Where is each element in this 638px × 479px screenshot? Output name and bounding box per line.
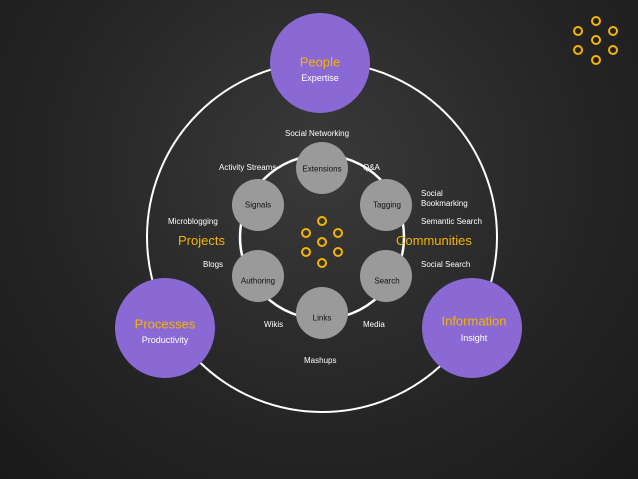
logo-dot-cluster-icon xyxy=(573,16,618,65)
node-label-authoring: Authoring xyxy=(240,276,276,286)
node-label-links: Links xyxy=(312,313,332,323)
annotation-qa: Q&A xyxy=(363,163,380,172)
annotation-semantic-search: Semantic Search xyxy=(421,217,482,226)
node-label-search: Search xyxy=(374,276,400,286)
node-links xyxy=(296,287,348,339)
annotation-blogs: Blogs xyxy=(203,260,224,269)
annotation-activity-streams: Activity Streams xyxy=(219,163,277,172)
communities-label: Communities xyxy=(396,233,472,248)
projects-label: Projects xyxy=(178,233,225,248)
node-tagging xyxy=(360,179,412,231)
annotation-wikis: Wikis xyxy=(264,320,284,329)
center-dot-cluster-icon xyxy=(301,216,343,268)
information-subtitle: Insight xyxy=(460,333,488,343)
annotation-bookmarking: Bookmarking xyxy=(421,199,468,208)
processes-subtitle: Productivity xyxy=(141,335,189,345)
annotation-social-search: Social Search xyxy=(421,260,471,269)
node-signals xyxy=(232,179,284,231)
information-title: Information xyxy=(441,313,507,329)
processes-circle xyxy=(115,278,215,378)
node-label-extensions: Extensions xyxy=(302,164,342,174)
annotation-mashups: Mashups xyxy=(304,356,337,365)
people-title: People xyxy=(299,54,341,70)
people-circle xyxy=(270,13,370,113)
people-subtitle: Expertise xyxy=(301,73,339,83)
node-label-tagging: Tagging xyxy=(372,200,402,210)
annotation-social: Social xyxy=(421,189,443,198)
node-authoring xyxy=(232,250,284,302)
annotation-microblogging: Microblogging xyxy=(168,217,218,226)
information-circle xyxy=(422,278,522,378)
annotation-social-networking: Social Networking xyxy=(285,129,350,138)
node-search xyxy=(360,250,412,302)
annotation-media: Media xyxy=(363,320,385,329)
processes-title: Processes xyxy=(134,316,196,332)
node-label-signals: Signals xyxy=(244,200,272,210)
node-extensions xyxy=(296,142,348,194)
